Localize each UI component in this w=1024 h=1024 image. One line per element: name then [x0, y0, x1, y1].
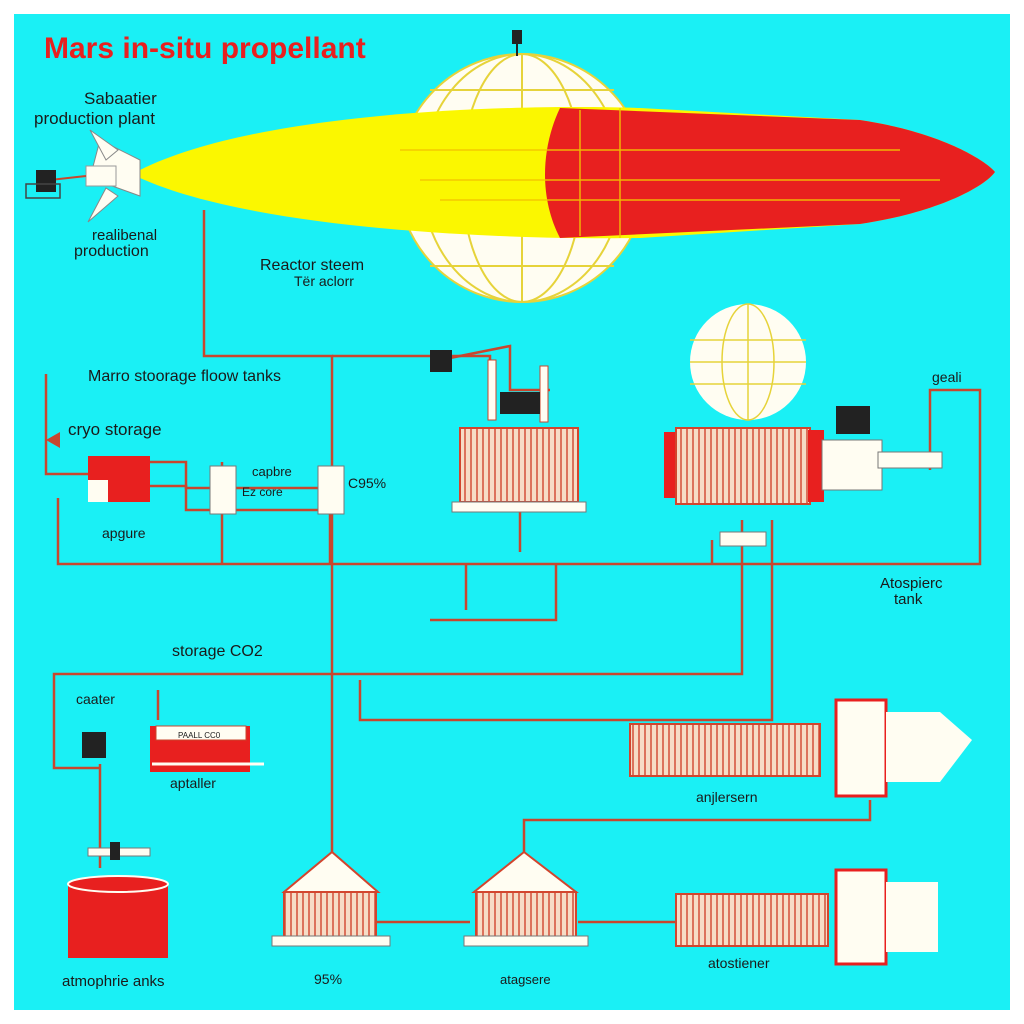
caater-unit — [82, 725, 264, 772]
label-reactor-sub: Tёr aclorr — [294, 273, 354, 289]
hopper-exchanger-1 — [271, 850, 391, 947]
label-95pct: 95% — [314, 971, 342, 987]
propellant-plume — [25, 107, 995, 239]
cryo-storage-tank — [46, 432, 150, 502]
label-aptaller: aptaller — [170, 775, 216, 791]
valve-block-left — [209, 465, 345, 515]
diagram-title: Mars in-situ propellant — [44, 32, 366, 65]
label-caater: caater — [76, 691, 115, 707]
label-atospierc-tank: tank — [894, 591, 923, 608]
engine-nozzle — [25, 129, 141, 223]
label-reactor-steem: Reactor steem — [260, 257, 364, 274]
label-atmophrie-anks: atmophrie anks — [62, 973, 165, 990]
label-sabatier-line2: production plant — [34, 109, 155, 128]
label-ezcore: Ez core — [242, 485, 283, 499]
atostiener-exchanger — [675, 868, 938, 966]
label-atospierc: Atospierc — [880, 575, 943, 592]
label-atostiener: atostiener — [708, 955, 770, 971]
label-atagsere: atagsere — [500, 972, 551, 987]
label-anjlersern: anjlersern — [696, 789, 757, 805]
reactor-steem-unit — [430, 350, 587, 513]
label-apgure: apgure — [102, 525, 146, 541]
atmosphere-tank — [67, 842, 169, 958]
hopper-exchanger-2 — [463, 850, 589, 947]
atmospheric-reactor — [664, 406, 943, 547]
label-realibenal: realibenal — [92, 227, 157, 244]
label-cryo-storage: cryo storage — [68, 420, 162, 439]
label-geali: geali — [932, 369, 962, 385]
label-capbre: capbre — [252, 464, 292, 479]
label-c95: C95% — [348, 475, 386, 491]
label-storage-co2: storage CO2 — [172, 643, 263, 660]
label-sabatier-line1: Sabaatier — [84, 89, 157, 108]
label-production: production — [74, 243, 149, 260]
secondary-globe — [690, 303, 806, 421]
label-marro-storage: Marro stoorage floow tanks — [88, 368, 281, 385]
anjlersern-exchanger — [629, 698, 972, 798]
tank-plate-text: PAALL CC0 — [178, 731, 221, 740]
